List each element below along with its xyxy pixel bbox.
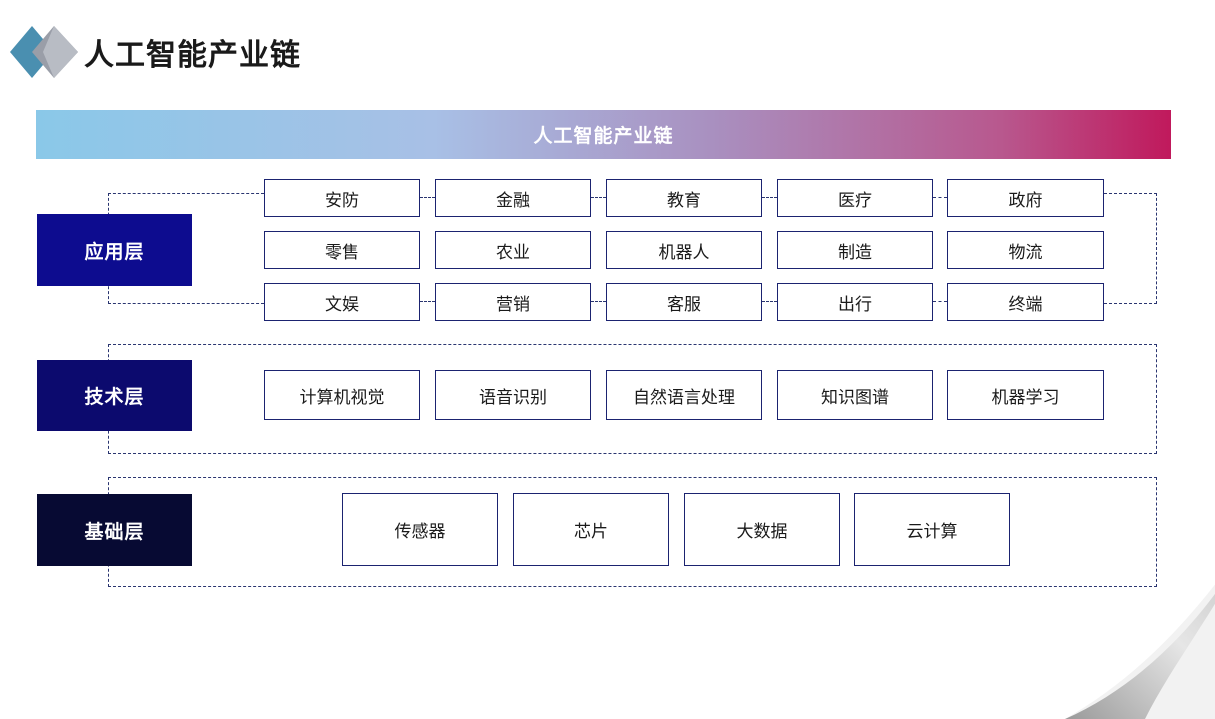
application-frame-bottom-left [108, 303, 264, 304]
technology-item: 计算机视觉 [264, 370, 420, 420]
application-item: 客服 [606, 283, 762, 321]
application-item: 终端 [947, 283, 1104, 321]
foundation-layer-label: 基础层 [37, 494, 192, 566]
foundation-item: 云计算 [854, 493, 1010, 566]
application-item: 医疗 [777, 179, 933, 217]
technology-layer-label: 技术层 [37, 360, 192, 431]
application-item: 农业 [435, 231, 591, 269]
diamond-logo-icon [10, 26, 78, 78]
technology-item: 知识图谱 [777, 370, 933, 420]
row-connector [762, 197, 777, 198]
application-item: 金融 [435, 179, 591, 217]
page-curl-decoration [1065, 584, 1215, 719]
application-item: 营销 [435, 283, 591, 321]
row-connector [591, 301, 606, 302]
application-item: 教育 [606, 179, 762, 217]
application-item: 零售 [264, 231, 420, 269]
application-item: 机器人 [606, 231, 762, 269]
foundation-item: 传感器 [342, 493, 498, 566]
technology-item: 自然语言处理 [606, 370, 762, 420]
row-connector [420, 197, 435, 198]
application-item: 制造 [777, 231, 933, 269]
application-frame-bottom-right [1104, 303, 1157, 304]
application-item: 文娱 [264, 283, 420, 321]
application-item: 物流 [947, 231, 1104, 269]
application-item: 出行 [777, 283, 933, 321]
row-connector [591, 197, 606, 198]
application-item: 政府 [947, 179, 1104, 217]
technology-item: 语音识别 [435, 370, 591, 420]
row-connector [933, 301, 947, 302]
foundation-item: 芯片 [513, 493, 669, 566]
application-item: 安防 [264, 179, 420, 217]
row-connector [933, 197, 947, 198]
row-connector [762, 301, 777, 302]
application-frame-top-right [1104, 193, 1157, 194]
application-frame-top-left [108, 193, 264, 194]
technology-item: 机器学习 [947, 370, 1104, 420]
foundation-item: 大数据 [684, 493, 840, 566]
page-title: 人工智能产业链 [84, 38, 301, 73]
chain-banner: 人工智能产业链 [36, 110, 1171, 159]
row-connector [420, 301, 435, 302]
application-layer-label: 应用层 [37, 214, 192, 286]
